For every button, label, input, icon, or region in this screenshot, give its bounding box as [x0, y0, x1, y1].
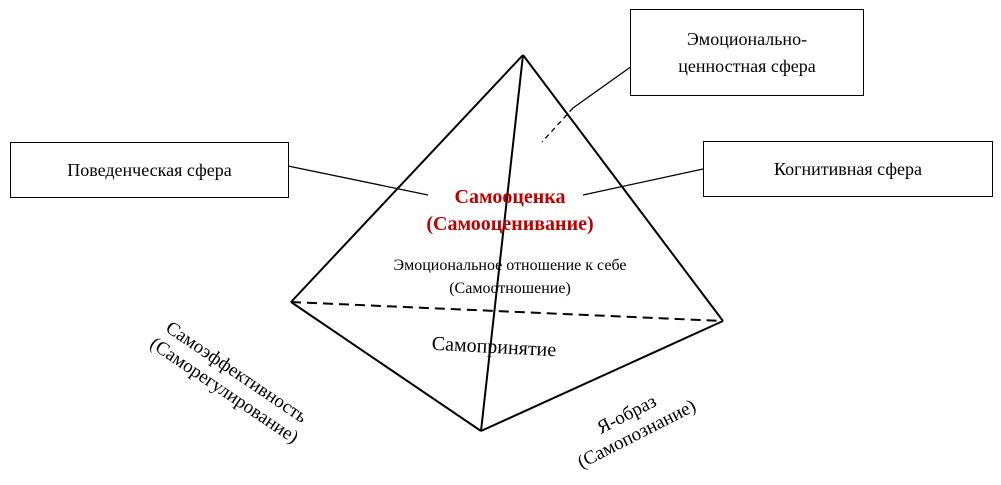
cognitive-sphere-box: Когнитивная сфера: [703, 141, 993, 197]
connector-behavioral: [287, 165, 429, 196]
connector-emotional-dashed: [541, 107, 574, 143]
emotional-value-line1: Эмоционально-: [686, 29, 808, 50]
emotional-value-line2: ценностная сфера: [678, 55, 816, 76]
pyramid-edge-apex-left: [290, 54, 524, 303]
pyramid-edge-apex-front: [480, 54, 524, 432]
pyramid-edge-front-right: [480, 320, 724, 432]
self-attitude-text: Эмоциональное отношение к себе (Самоотно…: [340, 254, 680, 300]
self-esteem-title-line1: Самооценка: [454, 186, 566, 208]
self-esteem-title: Самооценка (Самооценивание): [380, 184, 640, 238]
pyramid-hidden-edge: [290, 301, 724, 322]
emotional-value-sphere-box: Эмоционально- ценностная сфера: [630, 9, 864, 96]
connector-emotional-solid: [572, 65, 633, 109]
behavioral-sphere-label: Поведенческая сфера: [67, 159, 232, 180]
self-attitude-line1: Эмоциональное отношение к себе: [393, 257, 627, 274]
self-attitude-line2: (Самоотношение): [449, 280, 571, 298]
self-esteem-title-line2: (Самооценивание): [426, 213, 594, 235]
connector-cognitive: [582, 168, 704, 196]
cognitive-sphere-label: Когнитивная сфера: [773, 158, 922, 179]
pyramid-edge-left-front: [290, 301, 482, 432]
behavioral-sphere-box: Поведенческая сфера: [10, 142, 289, 198]
pyramid-edge-apex-right: [522, 54, 724, 322]
